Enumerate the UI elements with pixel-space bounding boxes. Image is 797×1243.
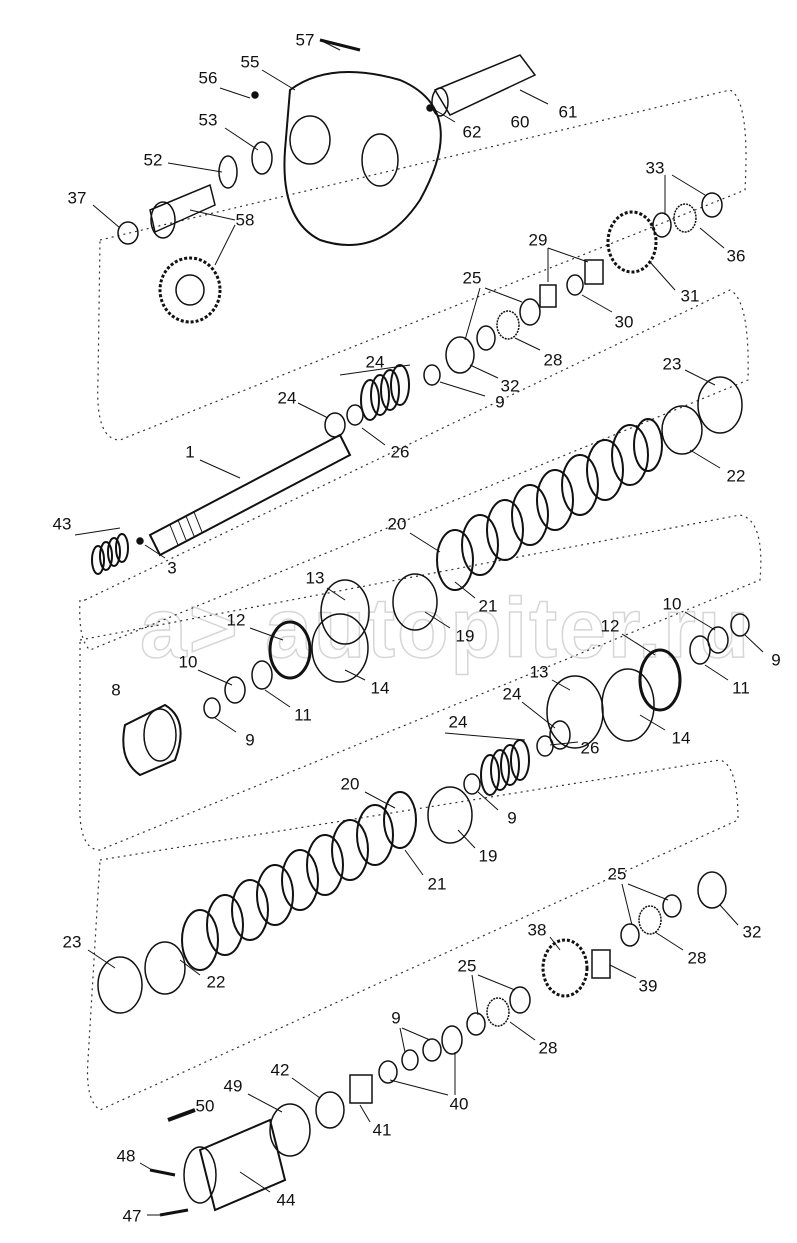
callout-25: 25 bbox=[457, 956, 477, 976]
callout-42: 42 bbox=[270, 1060, 290, 1080]
callout-25: 25 bbox=[462, 268, 482, 288]
callout-20: 20 bbox=[387, 514, 407, 534]
callout-26: 26 bbox=[580, 738, 600, 758]
callout-3: 3 bbox=[167, 558, 177, 578]
callout-37: 37 bbox=[67, 188, 87, 208]
callout-32: 32 bbox=[500, 376, 520, 396]
callout-48: 48 bbox=[116, 1146, 136, 1166]
callout-13: 13 bbox=[305, 568, 325, 588]
callout-40: 40 bbox=[449, 1094, 469, 1114]
housing bbox=[283, 71, 442, 246]
callout-52: 52 bbox=[143, 150, 163, 170]
callout-12: 12 bbox=[226, 610, 246, 630]
callout-10: 10 bbox=[662, 594, 682, 614]
callout-24: 24 bbox=[448, 712, 468, 732]
callout-12: 12 bbox=[600, 616, 620, 636]
callout-29: 29 bbox=[528, 230, 548, 250]
callout-33: 33 bbox=[645, 158, 665, 178]
callout-61: 61 bbox=[558, 102, 578, 122]
callout-9: 9 bbox=[507, 808, 517, 828]
callout-38: 38 bbox=[527, 920, 547, 940]
callout-28: 28 bbox=[543, 350, 563, 370]
callout-24: 24 bbox=[502, 684, 522, 704]
callout-28: 28 bbox=[687, 948, 707, 968]
callout-9: 9 bbox=[771, 650, 781, 670]
callout-9: 9 bbox=[495, 392, 505, 412]
callout-21: 21 bbox=[478, 596, 498, 616]
callout-50: 50 bbox=[195, 1096, 215, 1116]
group-outlines bbox=[79, 89, 762, 1111]
clutch-pack-upper bbox=[436, 418, 663, 591]
callout-28: 28 bbox=[538, 1038, 558, 1058]
callout-55: 55 bbox=[240, 52, 260, 72]
callout-62: 62 bbox=[462, 122, 482, 142]
callout-57: 57 bbox=[295, 30, 315, 50]
callout-13: 13 bbox=[529, 662, 549, 682]
callout-10: 10 bbox=[178, 652, 198, 672]
callout-49: 49 bbox=[223, 1076, 243, 1096]
callout-23: 23 bbox=[662, 354, 682, 374]
callout-24: 24 bbox=[365, 352, 385, 372]
callout-25: 25 bbox=[607, 864, 627, 884]
callout-44: 44 bbox=[276, 1190, 296, 1210]
callout-39: 39 bbox=[638, 976, 658, 996]
callout-14: 14 bbox=[370, 678, 390, 698]
callout-20: 20 bbox=[340, 774, 360, 794]
callout-31: 31 bbox=[680, 286, 700, 306]
callout-53: 53 bbox=[198, 110, 218, 130]
callout-1: 1 bbox=[185, 442, 195, 462]
callout-22: 22 bbox=[726, 466, 746, 486]
callout-22: 22 bbox=[206, 972, 226, 992]
callout-24: 24 bbox=[277, 388, 297, 408]
leader-lines bbox=[74, 39, 764, 1216]
callout-60: 60 bbox=[510, 112, 530, 132]
callout-11: 11 bbox=[732, 678, 750, 698]
callout-9: 9 bbox=[391, 1008, 401, 1028]
callout-11: 11 bbox=[294, 705, 312, 725]
watermark: a> autopiter.ru bbox=[139, 580, 752, 676]
callout-56: 56 bbox=[198, 68, 218, 88]
callout-30: 30 bbox=[614, 312, 634, 332]
callout-19: 19 bbox=[478, 846, 498, 866]
callout-47: 47 bbox=[122, 1206, 142, 1226]
callout-9: 9 bbox=[245, 730, 255, 750]
callout-26: 26 bbox=[390, 442, 410, 462]
callout-36: 36 bbox=[726, 246, 746, 266]
callout-32: 32 bbox=[742, 922, 762, 942]
callout-23: 23 bbox=[62, 932, 82, 952]
callout-14: 14 bbox=[671, 728, 691, 748]
callout-58: 58 bbox=[235, 210, 255, 230]
clutch-pack-lower bbox=[181, 791, 417, 971]
callout-21: 21 bbox=[427, 874, 447, 894]
callout-19: 19 bbox=[455, 626, 475, 646]
callout-41: 41 bbox=[372, 1120, 392, 1140]
callout-43: 43 bbox=[52, 514, 72, 534]
callout-8: 8 bbox=[111, 680, 121, 700]
